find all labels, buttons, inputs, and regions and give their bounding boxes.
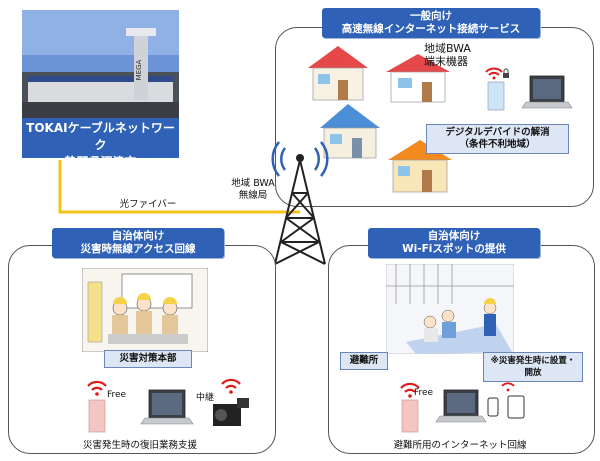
- houses-illustration: [308, 46, 573, 193]
- right-footer: 避難所用のインターネット回線: [393, 440, 527, 451]
- router-icon: [88, 399, 106, 433]
- router-icon: [401, 399, 419, 433]
- right-free-label: Free: [414, 388, 434, 398]
- digital-divide-note-line2: （条件不利地域）: [459, 139, 536, 150]
- house-icon: [320, 104, 380, 159]
- photo-caption-line2: 静岡県沼津市: [64, 155, 137, 169]
- right-devices: [400, 382, 525, 433]
- panel-right-header: 自治体向け Wi-Fiスポットの提供: [368, 228, 540, 258]
- lock-icon: [503, 68, 509, 78]
- disaster-hq-illustration: [82, 268, 208, 352]
- wifi-icon: [485, 67, 503, 80]
- bwa-device-label: 地域BWA 端末機器: [424, 42, 484, 68]
- panel-left-header: 自治体向け 災害時無線アクセス回線: [52, 228, 224, 258]
- tablet-icon: [507, 395, 525, 419]
- smartphone-icon: [487, 397, 499, 417]
- panel-right-header-line1: 自治体向け: [427, 230, 481, 242]
- wifi-icon: [400, 382, 420, 398]
- svg-text:MEGA: MEGA: [135, 59, 143, 80]
- left-devices: [87, 378, 249, 433]
- panel-left-header-line1: 自治体向け: [111, 230, 165, 242]
- photo-caption-line1: TOKAIケーブルネットワーク: [26, 121, 175, 152]
- panel-top-header-line1: 一般向け: [410, 10, 452, 22]
- digital-divide-note: デジタルデバイドの解消 （条件不利地域）: [426, 124, 569, 154]
- bwa-device-label-line1: 地域BWA: [424, 42, 471, 55]
- wifi-icon: [501, 382, 515, 392]
- house-icon: [388, 140, 452, 193]
- shelter-label: 避難所: [340, 352, 388, 370]
- left-footer: 災害発生時の復旧業務支援: [82, 440, 197, 451]
- radio-tower-icon: [271, 141, 329, 265]
- panel-top-header-line2: 高速無線インターネット接続サービス: [341, 23, 521, 35]
- building-photo: MEGA: [22, 10, 179, 120]
- station-label: 地域 BWA 無線局: [226, 178, 280, 202]
- left-free-label: Free: [107, 390, 127, 400]
- house-icon: [308, 46, 368, 101]
- laptop-icon: [140, 389, 194, 425]
- fiber-label: 光ファイバー: [119, 199, 177, 210]
- wifi-icon: [221, 378, 241, 394]
- laptop-icon: [521, 75, 573, 109]
- hq-label: 災害対策本部: [104, 350, 192, 368]
- laptop-icon: [435, 389, 487, 423]
- station-label-line1: 地域 BWA: [231, 178, 275, 189]
- wifi-icon: [87, 380, 107, 396]
- panel-left-header-line2: 災害時無線アクセス回線: [80, 243, 196, 255]
- panel-top-header: 一般向け 高速無線インターネット接続サービス: [322, 8, 540, 38]
- setup-note: ※災害発生時に設置・開放: [483, 352, 583, 382]
- shelter-illustration: [386, 264, 514, 354]
- panel-right-header-line2: Wi-Fiスポットの提供: [402, 243, 506, 255]
- house-icon: [386, 54, 450, 103]
- digital-divide-note-line1: デジタルデバイドの解消: [445, 127, 550, 138]
- photo-caption: TOKAIケーブルネットワーク 静岡県沼津市: [22, 118, 179, 169]
- relay-label: 中継: [195, 393, 214, 403]
- bwa-device-label-line2: 端末機器: [424, 55, 468, 68]
- video-camera-icon: [213, 398, 249, 426]
- station-label-line2: 無線局: [238, 190, 268, 201]
- bwa-terminal-icon: [487, 81, 505, 111]
